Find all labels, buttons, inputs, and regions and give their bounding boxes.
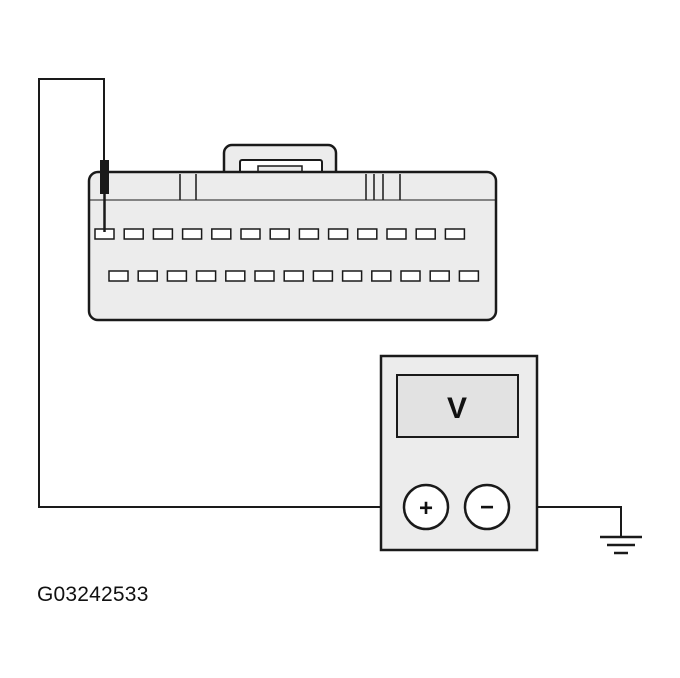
terminal-cavity: [108, 270, 129, 282]
terminal-cavity: [415, 228, 436, 240]
terminal-cavity: [444, 228, 466, 240]
terminal-cavity: [357, 228, 378, 240]
back-probe-icon: [100, 160, 109, 232]
figure-id: G03242533: [37, 583, 149, 606]
negative-terminal: [463, 483, 511, 531]
terminal-cavity: [195, 270, 217, 282]
terminal-cavity: [283, 270, 304, 282]
terminal-cavity: [240, 228, 261, 240]
meter-display-text: V: [447, 392, 467, 425]
terminal-cavity: [152, 228, 174, 240]
terminal-cavity: [371, 270, 392, 282]
terminal-cavity: [341, 270, 363, 282]
terminal-cavity: [137, 270, 158, 282]
terminal-cavity: [298, 228, 320, 240]
negative-terminal-symbol: −: [480, 494, 494, 521]
connector-terminal-row-bottom: [108, 270, 480, 282]
terminal-cavity: [327, 228, 349, 240]
positive-terminal: [402, 483, 450, 531]
terminal-cavity: [211, 228, 232, 240]
terminal-cavity: [312, 270, 334, 282]
terminal-cavity: [458, 270, 480, 282]
terminal-cavity: [400, 270, 421, 282]
terminal-cavity: [181, 228, 203, 240]
terminal-cavity: [166, 270, 188, 282]
negative-lead-wire: [509, 506, 622, 536]
voltmeter: V + −: [379, 354, 539, 552]
positive-terminal-symbol: +: [419, 495, 433, 522]
ground-icon: [600, 535, 642, 555]
terminal-cavity: [225, 270, 246, 282]
positive-lead-wire: [38, 78, 404, 508]
terminal-cavity: [386, 228, 407, 240]
terminal-cavity: [123, 228, 144, 240]
terminal-cavity: [254, 270, 275, 282]
electrical-connector: [87, 143, 498, 322]
terminal-cavity: [429, 270, 450, 282]
terminal-cavity: [269, 228, 290, 240]
connector-terminal-row-top: [94, 228, 466, 240]
